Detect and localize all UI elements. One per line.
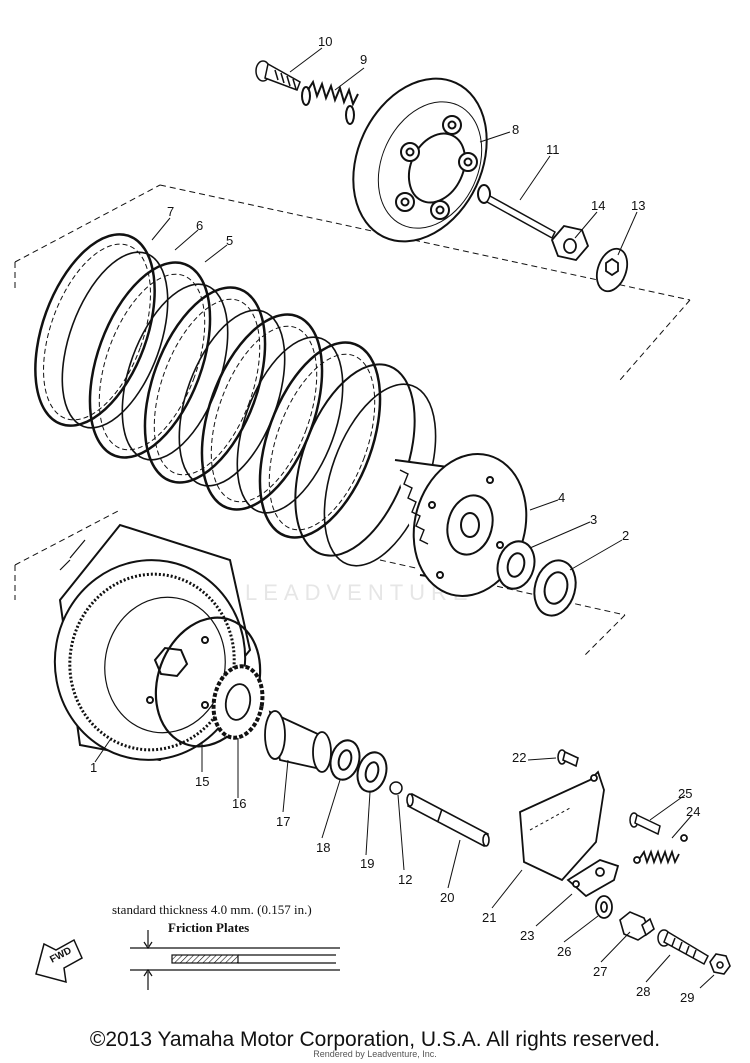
callout-23: 23 xyxy=(520,928,534,943)
callout-7: 7 xyxy=(167,204,174,219)
pressure-plate-8 xyxy=(352,77,491,243)
washer-26 xyxy=(595,895,613,919)
friction-plate-section xyxy=(130,930,340,990)
leader-lines xyxy=(94,47,715,989)
push-rod-20 xyxy=(406,792,490,848)
callout-18: 18 xyxy=(316,840,330,855)
bolt-25 xyxy=(629,812,661,836)
lever-23 xyxy=(566,859,620,898)
friction-plate-stack xyxy=(34,233,437,567)
nut-29 xyxy=(709,953,731,975)
callout-22: 22 xyxy=(512,750,526,765)
gear-16 xyxy=(211,664,265,740)
callout-10: 10 xyxy=(318,34,332,49)
callout-17: 17 xyxy=(276,814,290,829)
ball-12 xyxy=(389,781,403,795)
washer-18 xyxy=(329,739,361,781)
callout-6: 6 xyxy=(196,218,203,233)
spring-9 xyxy=(301,79,359,125)
callout-15: 15 xyxy=(195,774,209,789)
spring-24 xyxy=(633,834,688,865)
callout-21: 21 xyxy=(482,910,496,925)
clutch-housing-1 xyxy=(53,523,252,762)
callout-29: 29 xyxy=(680,990,694,1005)
callout-11: 11 xyxy=(546,142,560,157)
washer-3 xyxy=(496,540,536,590)
watermark-text: LEADVENTURE xyxy=(245,580,474,605)
callout-19: 19 xyxy=(360,856,374,871)
callout-13: 13 xyxy=(631,198,645,213)
nut-14 xyxy=(550,225,590,261)
rendered-by-text: Rendered by Leadventure, Inc. xyxy=(313,1049,437,1059)
callout-26: 26 xyxy=(557,944,571,959)
callout-3: 3 xyxy=(590,512,597,527)
callout-25: 25 xyxy=(678,786,692,801)
callout-2: 2 xyxy=(622,528,629,543)
upper-guide-frame xyxy=(14,184,691,381)
standard-thickness-text: standard thickness 4.0 mm. (0.157 in.) xyxy=(112,902,312,917)
callout-14: 14 xyxy=(591,198,605,213)
push-rod-11 xyxy=(486,194,556,240)
copyright-text: ©2013 Yamaha Motor Corporation, U.S.A. A… xyxy=(89,1028,661,1051)
callout-9: 9 xyxy=(360,52,367,67)
callout-8: 8 xyxy=(512,122,519,137)
bolt-10 xyxy=(255,60,301,91)
screw-28 xyxy=(657,929,709,966)
callout-12: 12 xyxy=(398,872,412,887)
sleeve-17 xyxy=(264,710,332,773)
callout-28: 28 xyxy=(636,984,650,999)
bracket-21 xyxy=(519,770,605,882)
adjuster-27 xyxy=(619,911,655,941)
callout-20: 20 xyxy=(440,890,454,905)
callout-labels: 10 9 8 11 14 13 7 6 5 4 3 2 1 15 16 17 1… xyxy=(90,34,700,1005)
callout-5: 5 xyxy=(226,233,233,248)
callout-24: 24 xyxy=(686,804,700,819)
thickness-note: standard thickness 4.0 mm. (0.157 in.) F… xyxy=(112,902,312,935)
fwd-arrow-icon: FWD xyxy=(35,938,83,984)
washer-19 xyxy=(356,751,388,793)
callout-16: 16 xyxy=(232,796,246,811)
callout-4: 4 xyxy=(558,490,565,505)
screw-22 xyxy=(557,749,579,768)
lock-washer-13 xyxy=(595,247,629,293)
callout-1: 1 xyxy=(90,760,97,775)
callout-27: 27 xyxy=(593,964,607,979)
friction-plates-title: Friction Plates xyxy=(168,920,249,935)
thrust-plate-2 xyxy=(533,559,577,617)
